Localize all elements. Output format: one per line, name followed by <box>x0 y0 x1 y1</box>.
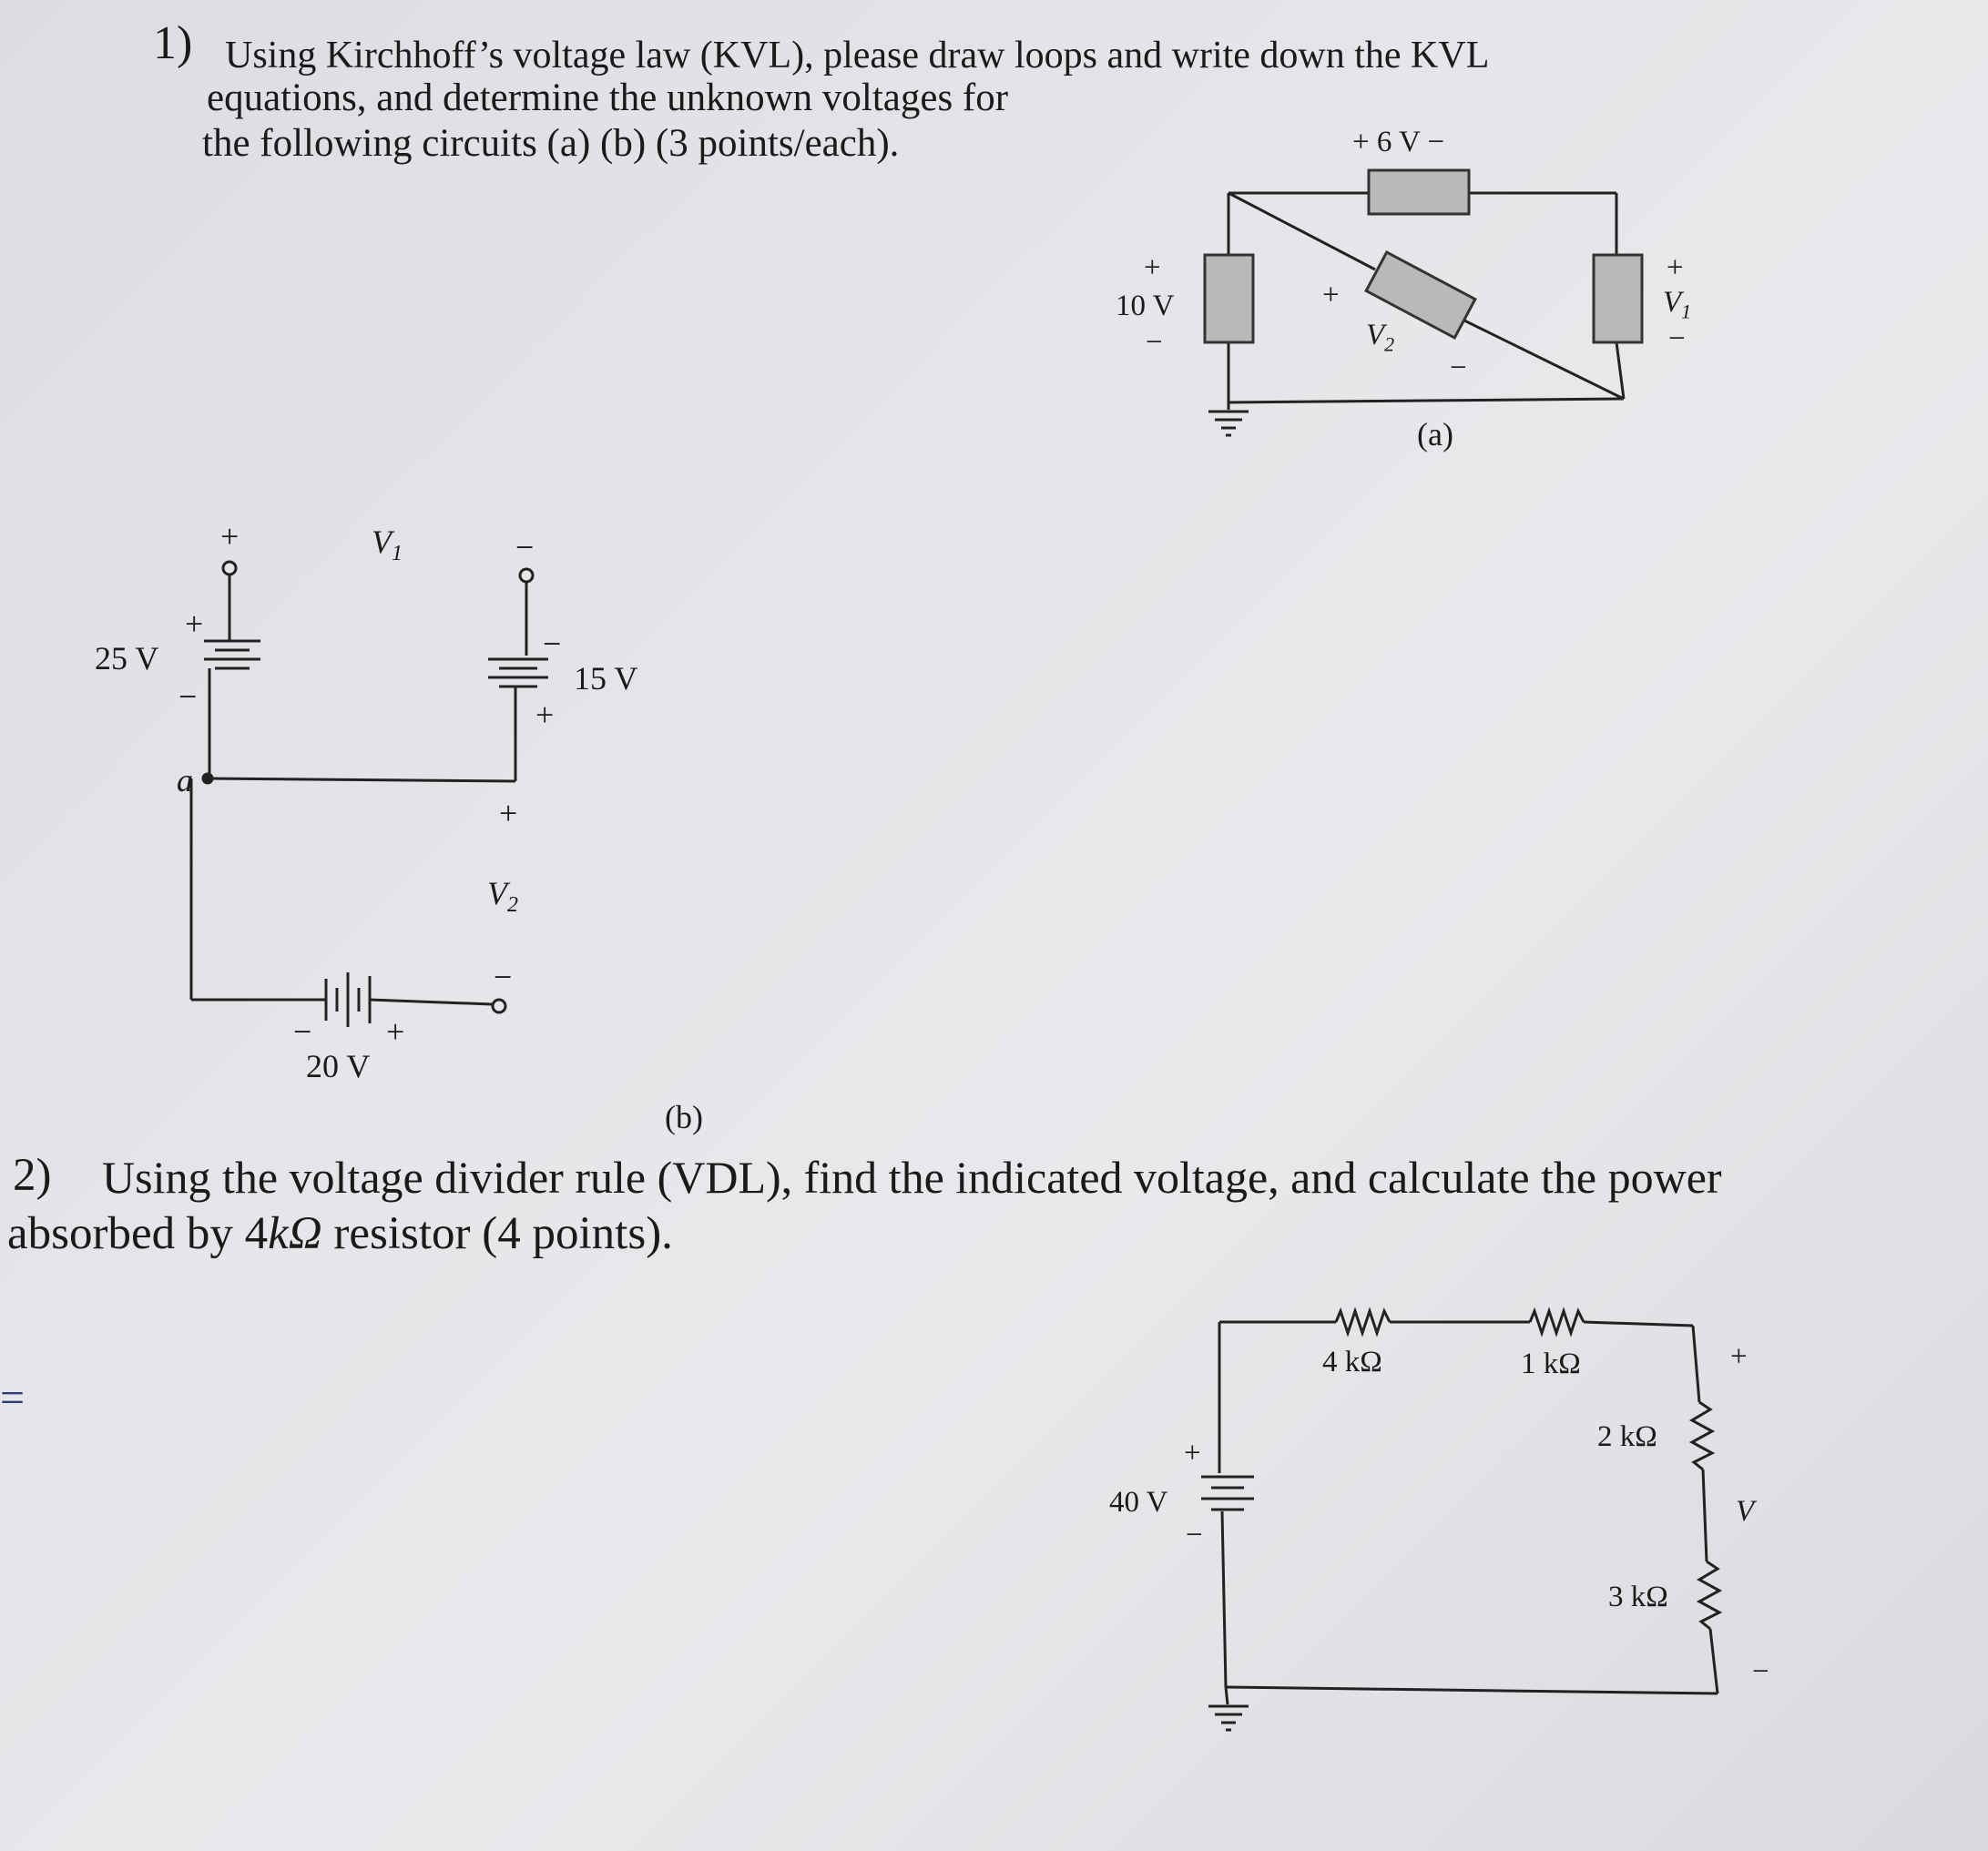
q1-number: 1) <box>153 17 193 69</box>
margin-ink-mark: = <box>0 1374 25 1422</box>
circuit-b-25v-minus: − <box>178 678 198 715</box>
circuit-b-wires <box>189 574 548 1027</box>
circuit-c-2k-label: 2 kΩ <box>1597 1420 1657 1453</box>
circuit-c-40v-label: 40 V <box>1109 1486 1168 1519</box>
circuit-a-v2-plus: + <box>1322 279 1340 311</box>
circuit-a-v2-label: V2 <box>1366 319 1395 356</box>
circuit-b-node-a <box>201 772 214 785</box>
circuit-b-v1-plus: + <box>220 518 240 554</box>
q2-line-2: absorbed by 4kΩ resistor (4 points). <box>7 1208 673 1259</box>
circuit-c-40v-plus: + <box>1184 1437 1201 1470</box>
circuit-c-40v-minus: − <box>1186 1519 1203 1551</box>
circuit-b-node-a-label: a <box>177 762 193 798</box>
circuit-a-resistor-diagonal <box>1364 249 1477 341</box>
circuit-a-10v-minus: − <box>1146 326 1163 359</box>
circuit-b-v2-plus: + <box>499 795 518 831</box>
circuit-c-v-plus: + <box>1730 1340 1748 1373</box>
circuit-a-resistor-left <box>1203 253 1255 344</box>
circuit-a-v1-plus: + <box>1667 251 1684 284</box>
circuit-c-v-label: V <box>1736 1495 1755 1528</box>
circuit-c-4k-label: 4 kΩ <box>1322 1346 1382 1378</box>
circuit-a-caption: (a) <box>1417 416 1453 453</box>
circuit-b-terminal-top-right <box>518 567 535 584</box>
circuit-b-25v-plus: + <box>185 605 204 642</box>
circuit-b-v1-label: V1 <box>372 524 403 566</box>
circuit-b-terminal-bottom <box>491 998 507 1014</box>
circuit-b-25v-label: 25 V <box>95 640 159 676</box>
circuit-b-terminal-top-left <box>221 560 238 576</box>
circuit-b-15v-label: 15 V <box>574 660 638 697</box>
circuit-b-20v-plus: + <box>386 1013 405 1050</box>
circuit-b-v2-minus: − <box>494 959 513 995</box>
circuit-a-ground-icon <box>1208 410 1249 437</box>
circuit-b-15v-minus: − <box>543 625 562 662</box>
circuit-c-1k-label: 1 kΩ <box>1521 1348 1581 1380</box>
circuit-c-wires <box>1201 1307 1723 1705</box>
circuit-c-3k-label: 3 kΩ <box>1608 1581 1668 1613</box>
circuit-b-v1-minus: − <box>515 529 535 565</box>
circuit-b-20v-minus: − <box>293 1013 312 1050</box>
circuit-b-v2-label: V2 <box>487 875 518 918</box>
circuit-b-20v-label: 20 V <box>306 1048 371 1084</box>
circuit-a-10v-plus: + <box>1144 251 1161 284</box>
circuit-a-v2-minus: − <box>1450 351 1467 384</box>
q2-line-1: Using the voltage divider rule (VDL), fi… <box>102 1152 1722 1203</box>
circuit-a-resistor-top <box>1367 168 1471 216</box>
q1-line-3: the following circuits (a) (b) (3 points… <box>202 122 900 165</box>
q1-line-1: Using Kirchhoff’s voltage law (KVL), ple… <box>225 35 1490 76</box>
circuit-b-caption: (b) <box>665 1099 703 1135</box>
circuit-c-v-minus: − <box>1752 1655 1769 1688</box>
circuit-b-15v-plus: + <box>535 697 555 733</box>
circuit-a-v1-minus: − <box>1668 322 1686 355</box>
circuit-a-resistor-right <box>1592 253 1644 344</box>
circuit-a-10v-label: 10 V <box>1116 290 1175 322</box>
q1-line-2: equations, and determine the unknown vol… <box>207 76 1009 119</box>
circuit-a-wires <box>1227 191 1626 410</box>
circuit-a-6v-label: + 6 V − <box>1352 126 1445 158</box>
q2-number: 2) <box>13 1150 52 1201</box>
circuit-c-ground-icon <box>1208 1704 1249 1732</box>
circuit-a-v1-label: V1 <box>1663 286 1692 323</box>
